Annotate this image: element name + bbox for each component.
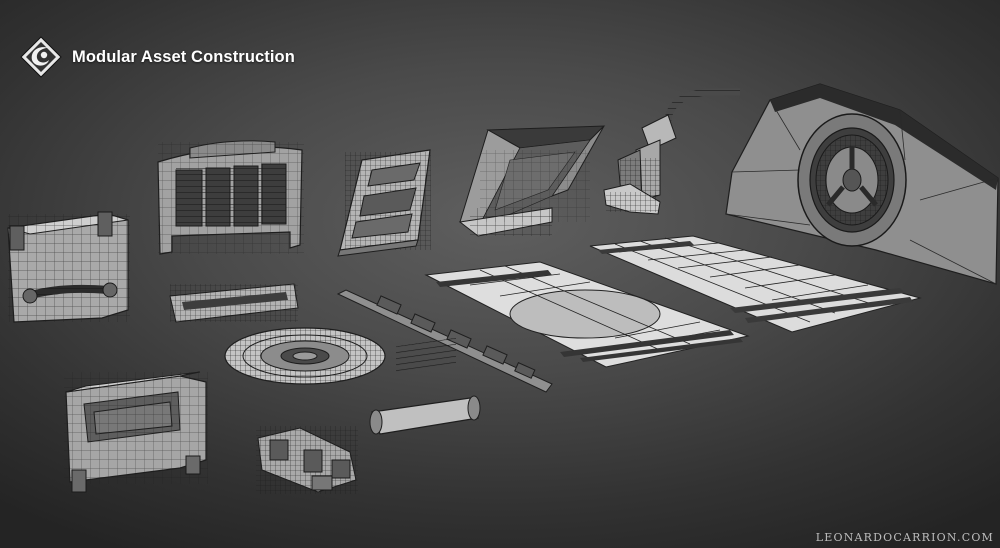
- circular-floor-hatch: [224, 327, 386, 385]
- floor-plate-grid: [589, 235, 922, 333]
- floor-plate-with-circle: [424, 261, 750, 368]
- crate-console: [7, 211, 130, 323]
- page-title: Modular Asset Construction: [72, 47, 295, 66]
- cylinder-canister: [369, 337, 481, 435]
- round-portal-bulkhead: [725, 83, 999, 285]
- header: Modular Asset Construction: [20, 36, 295, 78]
- long-rail-segment: [169, 283, 299, 323]
- open-storage-container: [64, 371, 208, 493]
- website-credit: LEONARDOCARRION.COM: [815, 531, 994, 544]
- door-frame: [458, 125, 606, 237]
- tilted-machine-panel: [337, 149, 431, 257]
- small-machinery-cluster: [256, 426, 358, 494]
- swirl-emblem-icon: [20, 36, 62, 78]
- curved-vent-panel: [157, 140, 304, 255]
- robotic-arm-with-cable: [603, 88, 740, 215]
